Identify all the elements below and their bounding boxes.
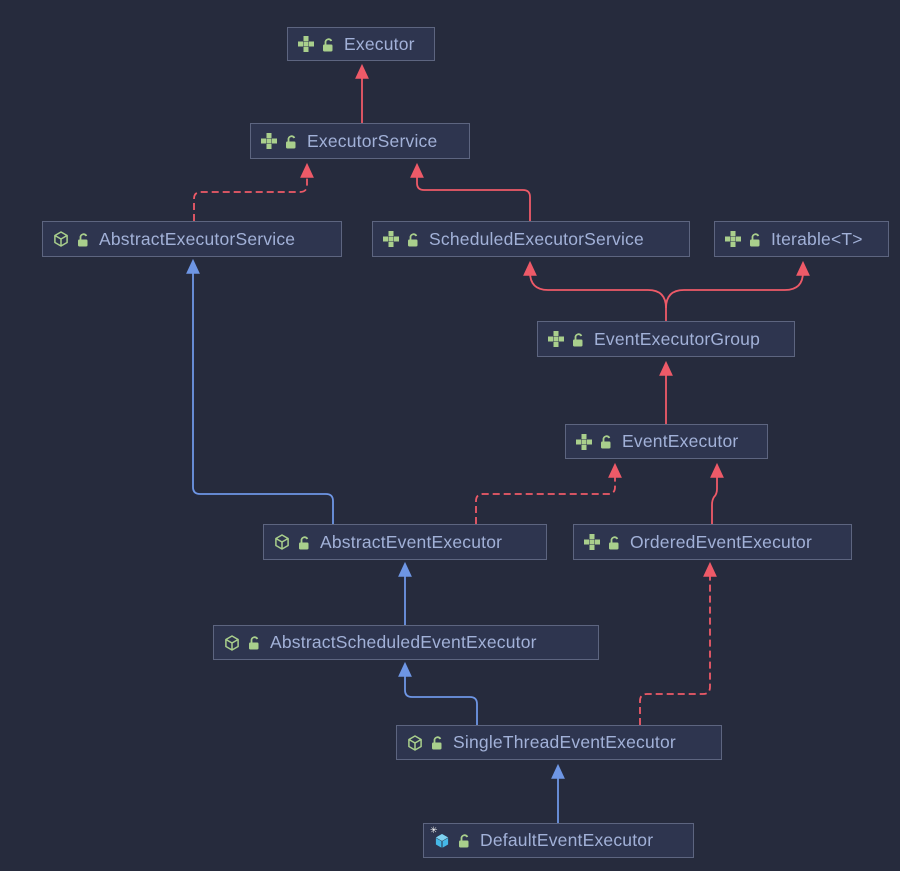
abstract-class-icon (275, 534, 289, 550)
public-lock-icon (299, 535, 309, 549)
edge-abstracteventexecutor-extends-abstractexecutorservice[interactable] (186, 258, 334, 524)
class-icon (435, 833, 449, 848)
class-node-executorservice[interactable]: ExecutorService (250, 123, 470, 159)
interface-icon (383, 231, 399, 247)
class-label: EventExecutorGroup (594, 328, 761, 349)
class-label: AbstractScheduledEventExecutor (270, 632, 537, 652)
edge-scheduledexecutorservice-extends-executorservice[interactable] (410, 162, 531, 221)
class-node-abstracteventexecutor[interactable]: AbstractEventExecutor (263, 524, 547, 560)
class-node-defaulteventexecutor[interactable]: ✳ DefaultEventExecutor (423, 823, 694, 858)
class-label: ExecutorService (307, 130, 438, 151)
public-lock-icon (249, 636, 259, 650)
class-node-executor[interactable]: Executor (287, 27, 435, 61)
abstract-class-icon (225, 634, 239, 651)
interface-icon (298, 36, 314, 52)
class-label: EventExecutor (622, 431, 739, 451)
edge-eventexecutorgroup-extends-scheduledexecutorservice[interactable] (523, 260, 667, 321)
abstract-class-icon (54, 231, 68, 247)
class-label: DefaultEventExecutor (480, 830, 654, 850)
public-lock-icon (609, 535, 619, 549)
class-label: SingleThreadEventExecutor (453, 732, 676, 752)
class-node-singlethreadeventexecutor[interactable]: SingleThreadEventExecutor (396, 725, 722, 760)
public-lock-icon (432, 736, 442, 750)
class-node-abstractscheduledeventexecutor[interactable]: AbstractScheduledEventExecutor (213, 625, 599, 660)
interface-icon (548, 331, 564, 347)
public-lock-icon (286, 134, 296, 148)
public-lock-icon (573, 332, 583, 346)
class-node-eventexecutor[interactable]: EventExecutor (565, 424, 768, 459)
class-label: AbstractExecutorService (99, 228, 296, 249)
edge-eventexecutorgroup-extends-iterable[interactable] (665, 260, 810, 309)
edge-abstractexecutorservice-implements-executorservice[interactable] (193, 162, 314, 221)
class-label: Iterable<T> (771, 228, 863, 249)
class-node-orderedeventexecutor[interactable]: OrderedEventExecutor (573, 524, 852, 560)
interface-icon (576, 433, 592, 450)
abstract-class-icon (408, 734, 422, 751)
public-lock-icon (601, 435, 611, 449)
class-node-iterable[interactable]: Iterable<T> (714, 221, 889, 257)
edge-orderedeventexecutor-extends-eventexecutor[interactable] (710, 462, 724, 524)
edge-singlethreadeventexecutor-implements-orderedeventexecutor[interactable] (639, 561, 717, 725)
class-label: ScheduledExecutorService (429, 228, 644, 249)
class-label: Executor (344, 33, 415, 54)
class-node-scheduledexecutorservice[interactable]: ScheduledExecutorService (372, 221, 690, 257)
class-node-abstractexecutorservice[interactable]: AbstractExecutorService (42, 221, 342, 257)
final-class-star-icon: ✳ (430, 824, 438, 835)
class-node-eventexecutorgroup[interactable]: EventExecutorGroup (537, 321, 795, 357)
interface-icon (261, 133, 277, 149)
class-label: OrderedEventExecutor (630, 531, 813, 552)
public-lock-icon (323, 37, 333, 51)
public-lock-icon (750, 232, 760, 246)
edge-singlethreadeventexecutor-extends-abstractscheduledeventexecutor[interactable] (398, 661, 478, 725)
public-lock-icon (78, 232, 88, 246)
public-lock-icon (459, 834, 469, 848)
interface-icon (584, 534, 600, 550)
interface-icon (725, 231, 741, 247)
edge-abstracteventexecutor-implements-eventexecutor[interactable] (475, 462, 622, 524)
public-lock-icon (408, 232, 418, 246)
class-label: AbstractEventExecutor (320, 531, 503, 552)
